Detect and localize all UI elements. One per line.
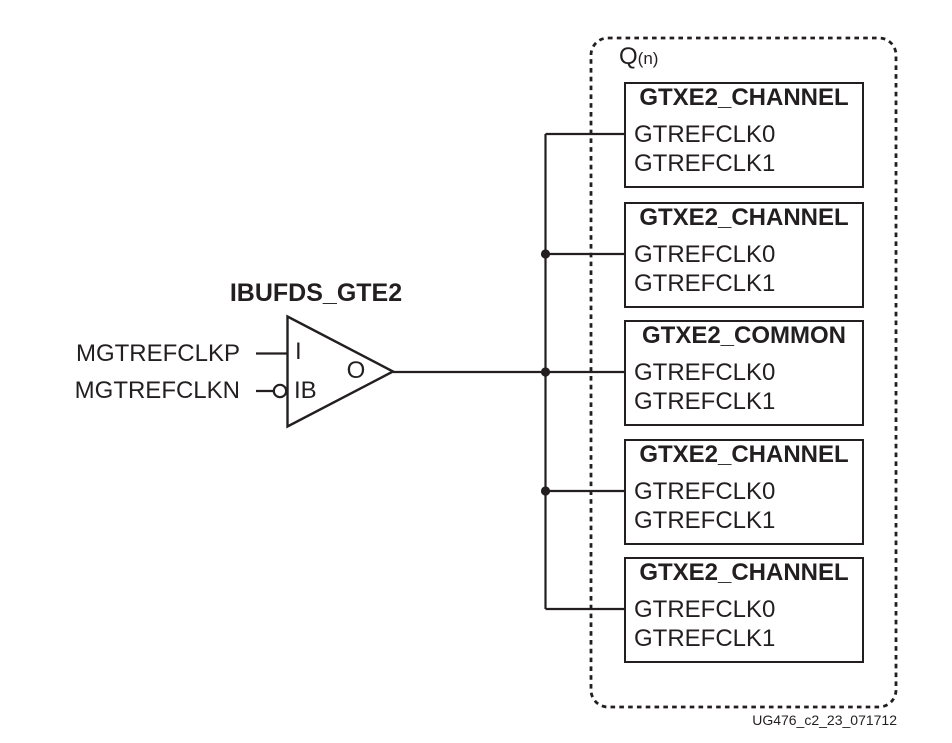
input-label-mgtrefclkp: MGTREFCLKP [75, 340, 240, 367]
quad-label: Q(n) [619, 44, 658, 72]
port-gtrefclk0: GTREFCLK0 [634, 121, 776, 148]
gtxe2-common-block: GTXE2_COMMON GTREFCLK0 GTREFCLK1 [624, 320, 864, 426]
gtxe2-channel-block-1: GTXE2_CHANNEL GTREFCLK0 GTREFCLK1 [624, 82, 864, 188]
block-title: GTXE2_CHANNEL [639, 559, 849, 586]
port-gtrefclk1: GTREFCLK1 [634, 388, 776, 415]
port-gtrefclk1: GTREFCLK1 [634, 507, 776, 534]
input-label-mgtrefclkn: MGTREFCLKN [74, 377, 240, 404]
buffer-port-ib-label: IB [294, 377, 317, 404]
junction-dot [540, 367, 551, 377]
block-title: GTXE2_CHANNEL [639, 204, 849, 231]
block-ports: GTREFCLK0 GTREFCLK1 [634, 595, 775, 653]
port-gtrefclk1: GTREFCLK1 [634, 270, 776, 297]
block-ports: GTREFCLK0 GTREFCLK1 [634, 358, 775, 416]
port-gtrefclk1: GTREFCLK1 [634, 625, 776, 652]
port-gtrefclk0: GTREFCLK0 [634, 478, 776, 505]
gtxe2-channel-block-2: GTXE2_CHANNEL GTREFCLK0 GTREFCLK1 [624, 202, 864, 308]
buffer-port-o-label: O [346, 357, 366, 384]
block-title: GTXE2_COMMON [641, 322, 847, 349]
quad-label-subscript: (n) [637, 49, 659, 68]
junction-dot [540, 486, 551, 496]
inversion-bubble-icon [272, 383, 288, 399]
quad-dashed-boundary [589, 36, 898, 709]
block-ports: GTREFCLK0 GTREFCLK1 [634, 240, 775, 298]
buffer-triangle [286, 314, 396, 429]
block-title: GTXE2_CHANNEL [639, 441, 849, 468]
port-gtrefclk1: GTREFCLK1 [634, 150, 776, 177]
block-ports: GTREFCLK0 GTREFCLK1 [634, 120, 775, 178]
port-gtrefclk0: GTREFCLK0 [634, 596, 776, 623]
gtxe2-channel-block-4: GTXE2_CHANNEL GTREFCLK0 GTREFCLK1 [624, 439, 864, 545]
block-ports: GTREFCLK0 GTREFCLK1 [634, 477, 775, 535]
port-gtrefclk0: GTREFCLK0 [634, 359, 776, 386]
quad-label-main: Q [619, 43, 638, 70]
block-title: GTXE2_CHANNEL [639, 84, 849, 111]
junction-dot [540, 249, 551, 259]
gtxe2-channel-block-5: GTXE2_CHANNEL GTREFCLK0 GTREFCLK1 [624, 557, 864, 663]
buffer-title: IBUFDS_GTE2 [229, 279, 403, 307]
port-gtrefclk0: GTREFCLK0 [634, 241, 776, 268]
figure-reference-note: UG476_c2_23_071712 [752, 712, 897, 728]
buffer-port-i-label: I [295, 338, 302, 365]
